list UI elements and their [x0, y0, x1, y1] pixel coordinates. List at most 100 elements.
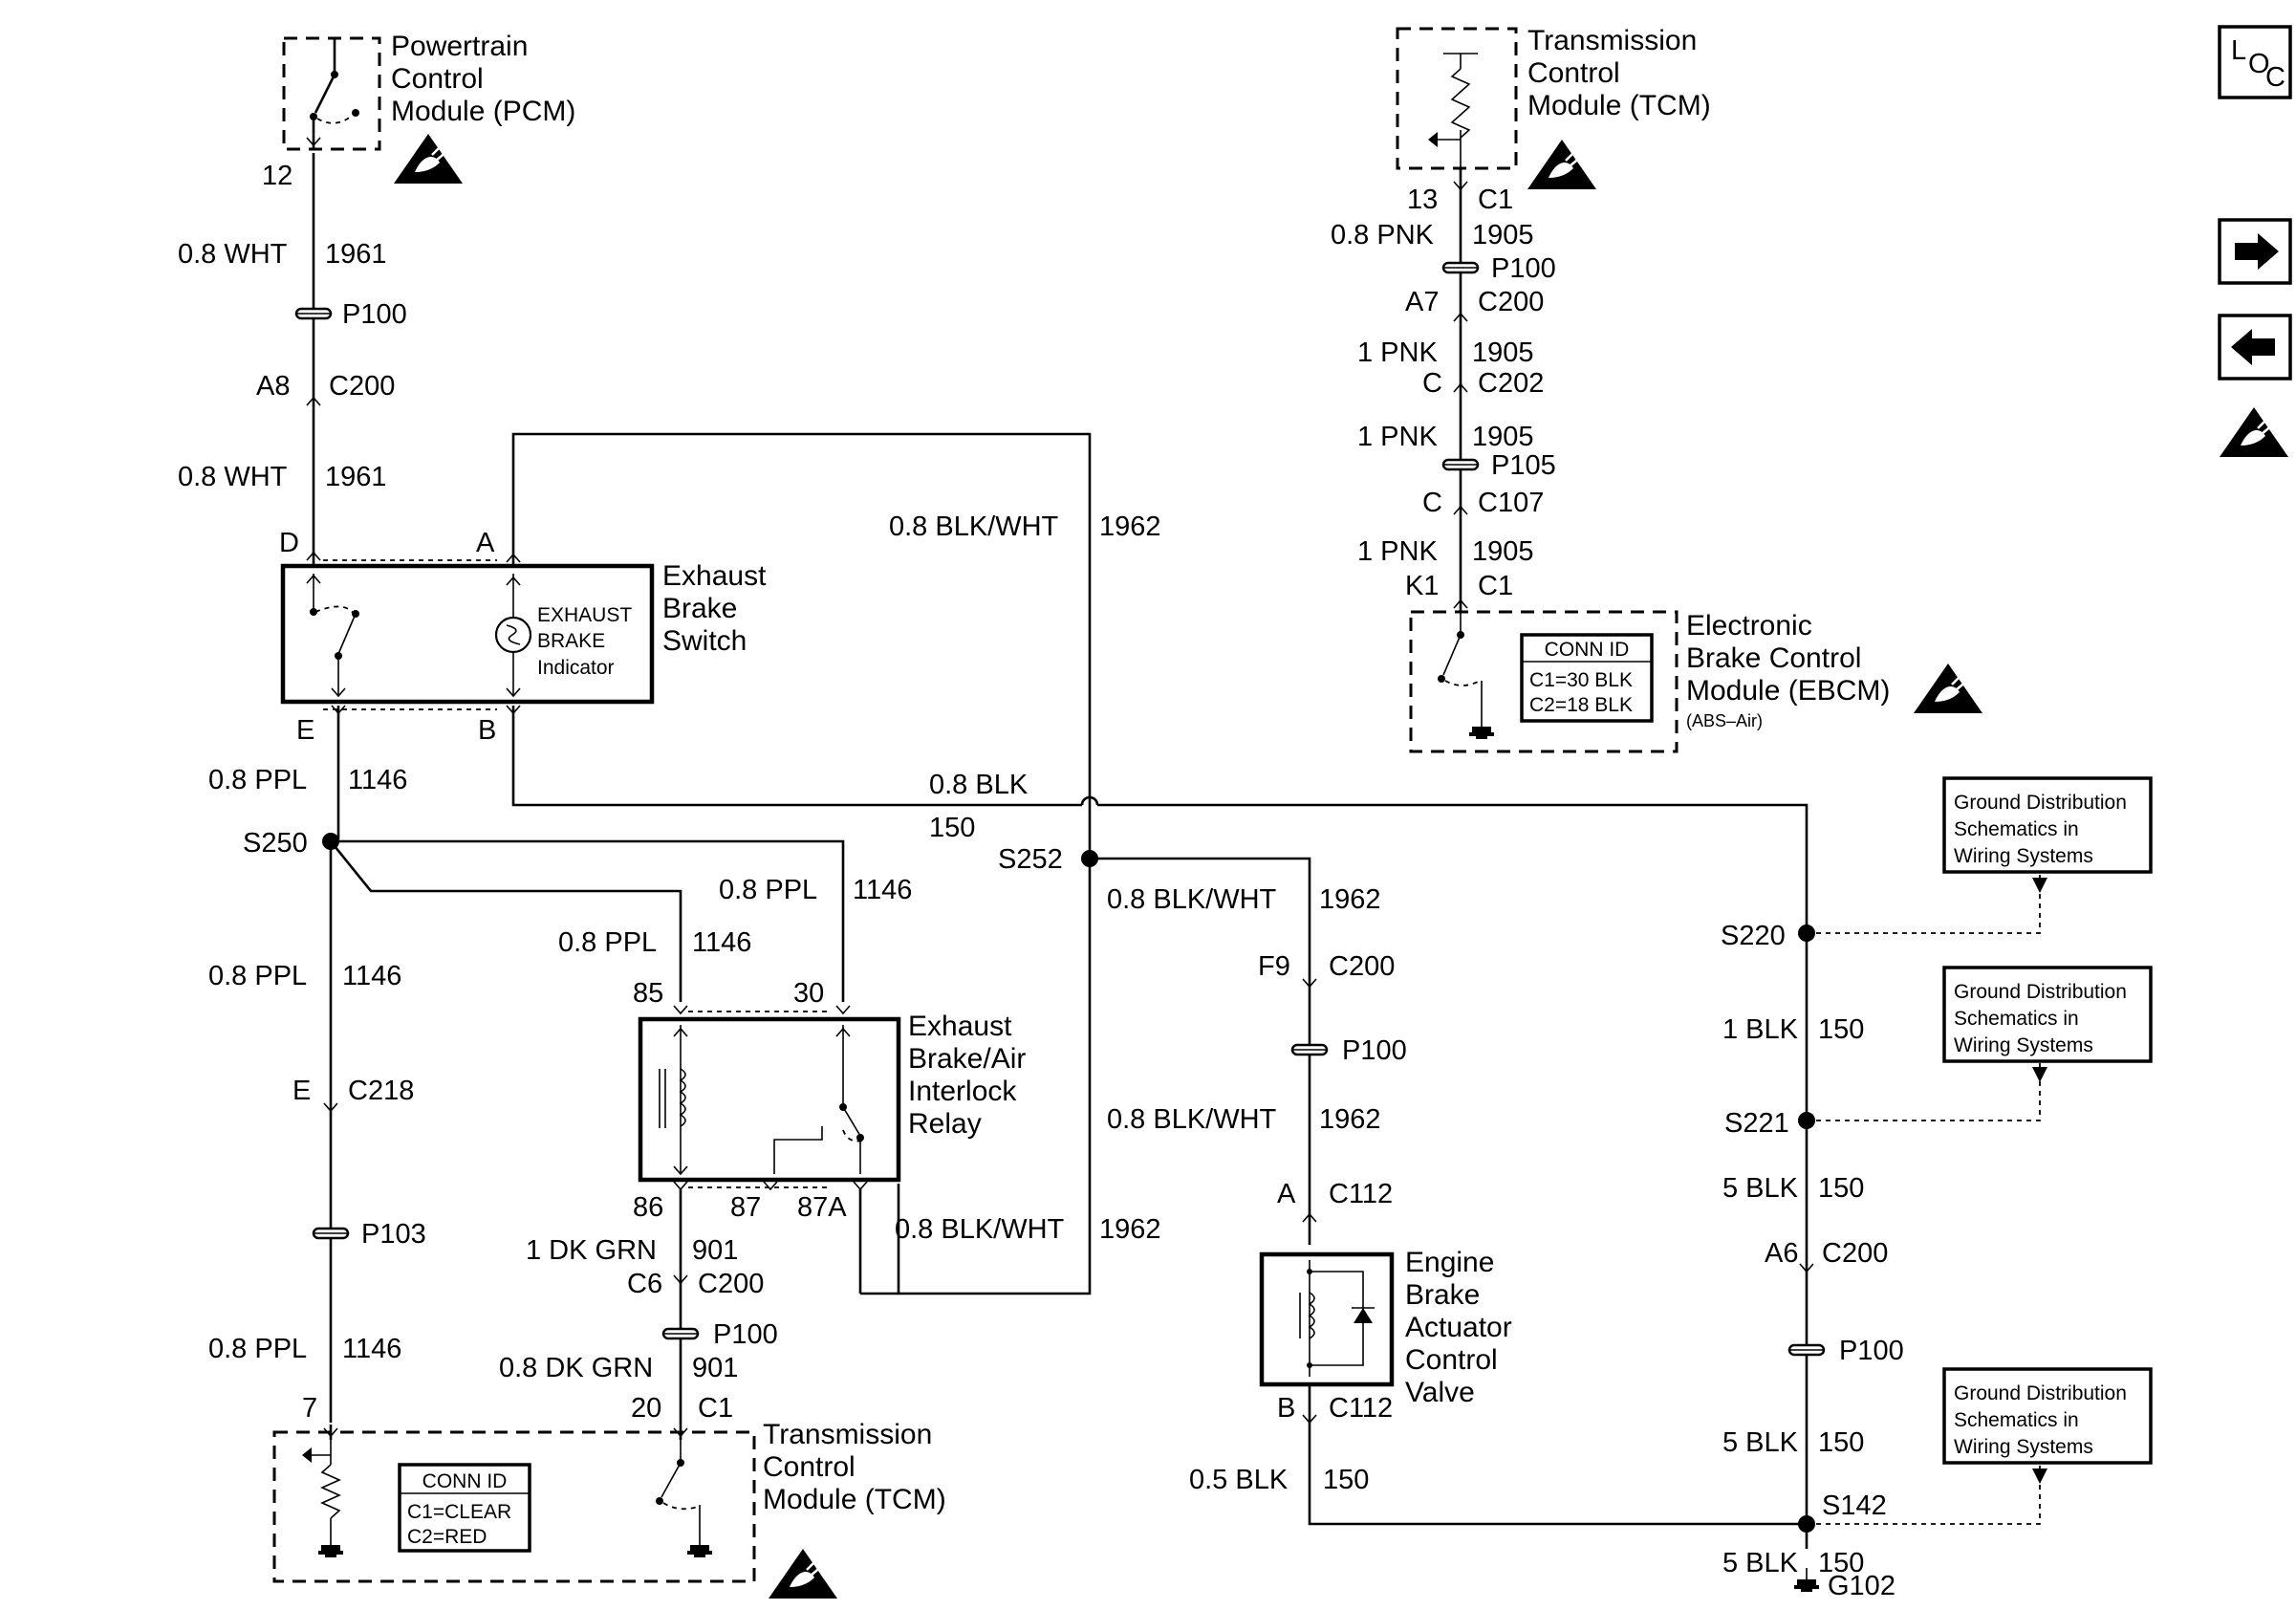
switch-pin-e: E: [296, 715, 314, 746]
ground-ref-1-line1: Ground Distribution: [1954, 792, 2127, 814]
c6-conn: C200: [698, 1269, 764, 1299]
wire-901-size-b: 0.8 DK GRN: [499, 1353, 653, 1383]
wire-1961-num-a: 1961: [325, 239, 387, 270]
p105-label: P105: [1491, 450, 1556, 481]
ground-ref-2-line1: Ground Distribution: [1954, 981, 2127, 1003]
switch-pin-d: D: [279, 528, 299, 558]
p100-valve: P100: [1342, 1035, 1407, 1066]
pcm-label-1: Powertrain: [391, 31, 528, 62]
p100-left: P100: [342, 299, 407, 330]
esd-info-button[interactable]: [2218, 405, 2290, 459]
wire-150-num-top: 150: [929, 813, 975, 843]
wire-1962-num-87a: 1962: [1099, 1214, 1161, 1245]
wire-1905-num-c: 1905: [1472, 422, 1534, 452]
ebcm-conn-c2: C2=18 BLK: [1529, 694, 1633, 716]
indicator-label-2: BRAKE: [537, 630, 605, 652]
switch-label-2: Brake: [662, 593, 737, 624]
ebcm-conn-title: CONN ID: [1545, 639, 1630, 661]
tcm-top-conn: C1: [1478, 185, 1513, 215]
valve-label-3: Actuator: [1405, 1312, 1512, 1343]
ebcm-label-4: (ABS–Air): [1686, 711, 1763, 730]
tcm-bottom-label-1: Transmission: [763, 1419, 932, 1450]
relay-label-4: Relay: [908, 1108, 982, 1140]
wire-150-size-2: 5 BLK: [1722, 1173, 1799, 1204]
tcm-top-pin: 13: [1407, 185, 1438, 215]
location-button[interactable]: L O C: [2218, 25, 2292, 99]
valve-conn-b: C112: [1329, 1393, 1393, 1424]
tcm-bottom-label-2: Control: [763, 1451, 856, 1483]
wire-150-size-4: 5 BLK: [1722, 1548, 1799, 1578]
wire-150-num-3: 150: [1818, 1427, 1864, 1458]
wire-1905-size-b: 1 PNK: [1357, 337, 1438, 368]
arrow-left-icon: [2231, 329, 2275, 365]
tcm-conn-title: CONN ID: [422, 1470, 508, 1492]
ground-ref-3-line2: Schematics in: [1954, 1409, 2079, 1431]
ground-ref-1[interactable]: Ground Distribution Schematics in Wiring…: [1942, 776, 2153, 893]
loc-letter-o: O: [2248, 49, 2270, 79]
tcm-conn-c1: C1=CLEAR: [407, 1501, 511, 1523]
s252-label: S252: [998, 844, 1063, 875]
tcm-top-module: Transmission Control Module (TCM): [1396, 25, 1711, 191]
relay-pin-30: 30: [793, 978, 824, 1009]
valve-label-2: Brake: [1405, 1279, 1480, 1311]
wire-150-size-top: 0.8 BLK: [929, 770, 1029, 800]
tcm-bottom-pin-20: 20: [631, 1393, 661, 1424]
c218-conn: C218: [348, 1076, 414, 1106]
wire-1962-size-valve: 0.8 BLK/WHT: [1107, 884, 1277, 915]
relay-pin-85: 85: [633, 978, 663, 1009]
p100-tcm: P100: [1491, 253, 1556, 284]
wire-1905-num-b: 1905: [1472, 337, 1534, 368]
c202-conn: C202: [1478, 368, 1544, 399]
switch-pin-b: B: [478, 715, 496, 746]
tcm-top-label-1: Transmission: [1527, 25, 1697, 56]
ebcm-pin: K1: [1405, 571, 1439, 601]
wire-1962-num-valve: 1962: [1319, 884, 1381, 915]
loc-letter-c: C: [2265, 62, 2285, 93]
ground-ref-3[interactable]: Ground Distribution Schematics in Wiring…: [1942, 1367, 2153, 1484]
wire-1905-num-a: 1905: [1472, 220, 1534, 250]
esd-warning-icon: [2218, 405, 2290, 459]
c107-conn: C107: [1478, 488, 1544, 518]
ground-ref-2[interactable]: Ground Distribution Schematics in Wiring…: [1942, 966, 2153, 1082]
pcm-pin: 12: [262, 161, 292, 191]
wire-1961-size-a: 0.8 WHT: [178, 239, 288, 270]
tcm-bottom-pin-7: 7: [302, 1393, 317, 1424]
indicator-label-1: EXHAUST: [537, 604, 632, 626]
wire-901-num-a: 901: [692, 1235, 738, 1266]
switch-pin-a: A: [476, 528, 495, 558]
tcm-top-label-3: Module (TCM): [1527, 90, 1711, 121]
ground-ref-2-line3: Wiring Systems: [1954, 1034, 2093, 1056]
wire-1146-size-mid: 0.8 PPL: [208, 961, 307, 991]
next-page-button[interactable]: [2218, 218, 2292, 285]
ebcm-label-3: Module (EBCM): [1686, 675, 1890, 707]
wire-1962-size-valve2: 0.8 BLK/WHT: [1107, 1104, 1277, 1135]
exhaust-brake-switch: D A E B EXHAUST BRAKE Indicator Exhaust …: [279, 528, 767, 746]
actuator-valve: Engine Brake Actuator Control Valve: [1259, 1247, 1512, 1408]
wire-1146-num-low: 1146: [342, 1334, 401, 1364]
ebcm-module: CONN ID C1=30 BLK C2=18 BLK Electronic B…: [1409, 610, 1984, 753]
g102-label: G102: [1828, 1571, 1895, 1601]
wire-1146-size-85: 0.8 PPL: [558, 927, 657, 958]
relay-pin-87: 87: [730, 1192, 761, 1223]
ebcm-conn-c1: C1=30 BLK: [1529, 669, 1633, 691]
ebcm-label-1: Electronic: [1686, 610, 1812, 642]
wire-150-num-1: 150: [1818, 1014, 1864, 1045]
a8-pin: A8: [256, 371, 290, 402]
a6-pin: A6: [1765, 1238, 1798, 1269]
f9-pin: F9: [1258, 951, 1290, 982]
wire-1961-size-b: 0.8 WHT: [178, 462, 288, 492]
esd-warning-icon: [1912, 662, 1984, 715]
wire-1146-num-e: 1146: [348, 765, 407, 795]
wire-1905-num-d: 1905: [1472, 536, 1534, 567]
c107-pin: C: [1422, 488, 1442, 518]
valve-conn-a: C112: [1329, 1179, 1393, 1209]
c202-pin: C: [1422, 368, 1442, 399]
prev-page-button[interactable]: [2218, 314, 2292, 381]
esd-warning-icon: [767, 1547, 839, 1600]
indicator-label-3: Indicator: [537, 657, 615, 679]
wire-1905-size-c: 1 PNK: [1357, 422, 1438, 452]
relay-label-1: Exhaust: [908, 1011, 1012, 1042]
ebcm-conn: C1: [1478, 571, 1513, 601]
relay-label-3: Interlock: [908, 1076, 1017, 1107]
